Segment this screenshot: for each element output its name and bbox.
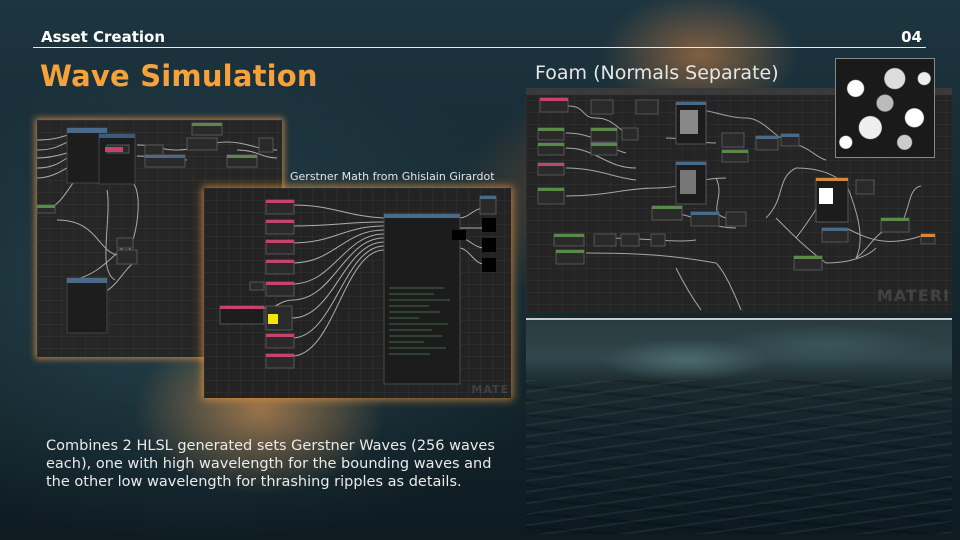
foam-texture-preview <box>835 58 935 158</box>
material-graph-screenshot-foam: MATERI <box>526 88 952 313</box>
material-graph-screenshot-b: MATE <box>204 188 511 398</box>
ocean-render-preview <box>526 318 952 534</box>
node-graph-b <box>219 195 497 385</box>
header-section-label: Asset Creation <box>41 28 166 46</box>
header-page-number: 04 <box>901 28 922 46</box>
node-graph-a <box>37 122 278 334</box>
node-graph-foam <box>537 97 936 311</box>
panel-c-watermark: MATERI <box>876 286 950 305</box>
page-title: Wave Simulation <box>40 59 318 93</box>
foam-heading: Foam (Normals Separate) <box>535 62 779 84</box>
description-text: Combines 2 HLSL generated sets Gerstner … <box>46 438 495 490</box>
gerstner-caption: Gerstner Math from Ghislain Girardot <box>290 170 495 183</box>
panel-b-watermark: MATE <box>471 383 509 396</box>
ocean-waves <box>526 380 952 534</box>
graph-titlebar <box>526 88 952 95</box>
header-divider <box>33 47 926 48</box>
